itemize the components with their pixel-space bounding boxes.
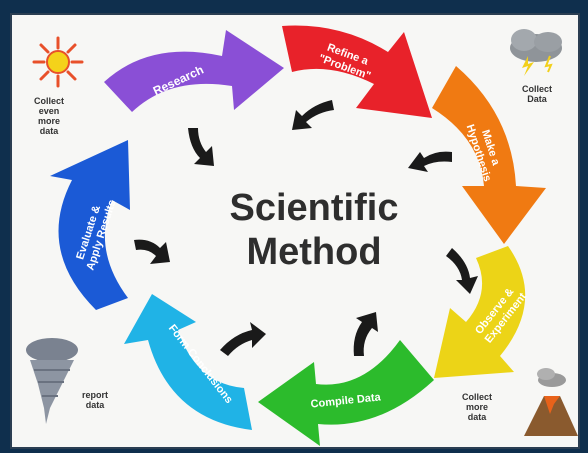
title-line-1: Scientific <box>229 187 399 229</box>
sun-icon <box>32 36 84 88</box>
note-line: data <box>467 412 487 422</box>
inner-arrows <box>134 100 478 356</box>
step-refine-problem: Refine a "Problem" <box>282 25 432 118</box>
note-collect-data: Collect Data <box>512 84 562 104</box>
title-line-2: Method <box>246 231 382 273</box>
inner-arrow-icon <box>220 322 266 356</box>
note-line: data <box>39 126 59 136</box>
tornado-icon <box>26 338 78 424</box>
note-line: more <box>465 402 488 412</box>
inner-arrow-icon <box>446 248 478 294</box>
note-line: data <box>85 400 105 410</box>
inner-arrow-icon <box>408 151 452 172</box>
storm-cloud-icon <box>510 29 562 76</box>
step-compile-data: Compile Data <box>258 340 434 446</box>
inner-arrow-icon <box>188 128 214 166</box>
step-evaluate-apply: Evaluate & Apply Results <box>50 140 130 310</box>
note-line: Collect <box>461 392 492 402</box>
note-line: more <box>37 116 60 126</box>
note-line: Collect <box>33 96 64 106</box>
step-form-conclusions: Form Conclusions <box>124 294 252 430</box>
note-line: Collect <box>521 84 552 94</box>
note-collect-even-more-data: Collect even more data <box>24 96 74 136</box>
inner-arrow-icon <box>353 312 378 356</box>
note-collect-more-data: Collect more data <box>452 392 502 422</box>
note-report-data: report data <box>70 390 120 410</box>
note-line: even <box>38 106 60 116</box>
note-line: report <box>81 390 108 400</box>
step-observe-experiment: Observe & Experiment <box>434 246 529 378</box>
inner-arrow-icon <box>134 239 170 264</box>
volcano-icon <box>524 368 578 436</box>
step-research: Research <box>104 30 284 112</box>
inner-arrow-icon <box>292 100 334 130</box>
note-line: Data <box>527 94 547 104</box>
diagram-title: Scientific Method <box>214 186 414 274</box>
